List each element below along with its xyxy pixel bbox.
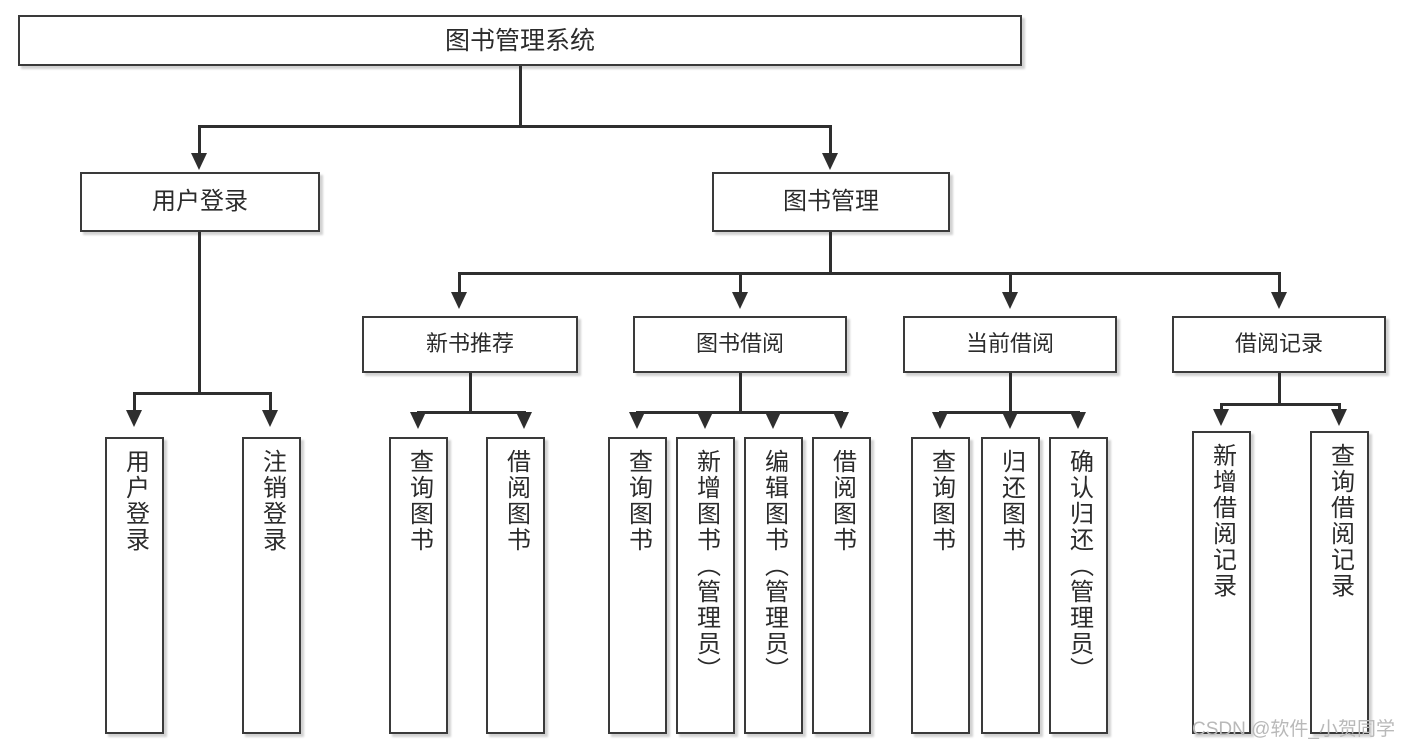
arrow-to-leaf-add-book (697, 412, 713, 429)
node-label: 当前借阅 (965, 331, 1054, 357)
edge-root-to-user-login (198, 125, 201, 155)
node-leaf-query-record[interactable]: 查询借阅记录 (1310, 431, 1369, 734)
edge-book-management-stem (829, 232, 832, 272)
node-leaf-borrow-book-1[interactable]: 借阅图书 (486, 437, 545, 734)
edge-root-stem (519, 66, 522, 125)
arrow-to-leaf-return-book (1002, 412, 1018, 429)
arrow-to-new-book-recommend (451, 292, 467, 309)
edge-new-book-stem (469, 373, 472, 413)
node-label: 图书借阅 (695, 331, 784, 357)
edge-bm-to-new-book (458, 272, 461, 294)
arrow-to-book-borrow (732, 292, 748, 309)
node-label: 用户登录 (152, 187, 248, 215)
arrow-to-current-borrow (1002, 292, 1018, 309)
edge-bm-to-book-borrow (739, 272, 742, 294)
edge-root-to-book-management (829, 125, 832, 155)
edge-current-borrow-stem (1009, 373, 1012, 413)
node-label: 确认归还（管理员） (1065, 449, 1093, 683)
edge-bm-to-borrow-record (1278, 272, 1281, 294)
edge-bm-to-current-borrow (1009, 272, 1012, 294)
node-label: 新书推荐 (425, 331, 514, 357)
node-leaf-query-book-3[interactable]: 查询图书 (911, 437, 970, 734)
node-leaf-return-book[interactable]: 归还图书 (981, 437, 1040, 734)
node-book-management-system[interactable]: 图书管理系统 (18, 15, 1022, 66)
arrow-to-leaf-query-book-2 (629, 412, 645, 429)
node-borrow-record[interactable]: 借阅记录 (1172, 316, 1386, 373)
node-label: 图书管理系统 (444, 26, 595, 55)
node-label: 查询图书 (927, 449, 955, 553)
node-leaf-add-record[interactable]: 新增借阅记录 (1192, 431, 1251, 734)
arrow-to-borrow-record (1271, 292, 1287, 309)
arrow-to-leaf-query-record (1331, 409, 1347, 426)
arrow-to-leaf-borrow-book-2 (833, 412, 849, 429)
edge-user-login-stem (198, 232, 201, 392)
arrow-to-leaf-add-record (1213, 409, 1229, 426)
arrow-to-leaf-logout-login (262, 410, 278, 427)
arrow-to-leaf-query-book-3 (932, 412, 948, 429)
node-label: 注销登录 (258, 449, 286, 553)
node-label: 归还图书 (997, 449, 1025, 553)
node-label: 查询借阅记录 (1326, 443, 1354, 599)
node-book-borrow[interactable]: 图书借阅 (633, 316, 847, 373)
arrow-to-leaf-user-login (126, 410, 142, 427)
edge-root-bus (198, 125, 832, 128)
node-label: 新增图书（管理员） (692, 449, 720, 683)
node-label: 查询图书 (624, 449, 652, 553)
edge-new-book-bus (417, 411, 525, 414)
arrow-to-user-login (191, 153, 207, 170)
node-leaf-user-login[interactable]: 用户登录 (105, 437, 164, 734)
arrow-to-leaf-confirm-return (1070, 412, 1086, 429)
arrow-to-book-management (822, 153, 838, 170)
edge-book-management-bus (458, 272, 1280, 275)
node-leaf-logout-login[interactable]: 注销登录 (242, 437, 301, 734)
node-label: 查询图书 (405, 449, 433, 553)
edge-user-login-bus (133, 392, 270, 395)
node-user-login[interactable]: 用户登录 (80, 172, 320, 232)
node-new-book-recommend[interactable]: 新书推荐 (362, 316, 578, 373)
node-label: 借阅图书 (502, 449, 530, 553)
node-leaf-add-book[interactable]: 新增图书（管理员） (676, 437, 735, 734)
node-label: 图书管理 (783, 187, 879, 215)
edge-book-borrow-bus (636, 411, 843, 414)
node-leaf-edit-book[interactable]: 编辑图书（管理员） (744, 437, 803, 734)
csdn-watermark: CSDN @软件_小贺同学 (1192, 719, 1395, 740)
node-label: 编辑图书（管理员） (760, 449, 788, 683)
node-label: 借阅图书 (828, 449, 856, 553)
node-leaf-borrow-book-2[interactable]: 借阅图书 (812, 437, 871, 734)
node-label: 借阅记录 (1234, 331, 1323, 357)
node-label: 新增借阅记录 (1208, 443, 1236, 599)
edge-user-login-to-leaf-1 (133, 392, 136, 412)
edge-borrow-record-bus (1220, 403, 1340, 406)
edge-user-login-to-leaf-2 (269, 392, 272, 412)
arrow-to-leaf-query-book-1 (410, 412, 426, 429)
arrow-to-leaf-borrow-book-1 (516, 412, 532, 429)
node-label: 用户登录 (121, 449, 149, 553)
node-current-borrow[interactable]: 当前借阅 (903, 316, 1117, 373)
node-leaf-confirm-return[interactable]: 确认归还（管理员） (1049, 437, 1108, 734)
arrow-to-leaf-edit-book (765, 412, 781, 429)
edge-book-borrow-stem (739, 373, 742, 413)
edge-borrow-record-stem (1278, 373, 1281, 405)
node-book-management[interactable]: 图书管理 (712, 172, 950, 232)
node-leaf-query-book-1[interactable]: 查询图书 (389, 437, 448, 734)
node-leaf-query-book-2[interactable]: 查询图书 (608, 437, 667, 734)
